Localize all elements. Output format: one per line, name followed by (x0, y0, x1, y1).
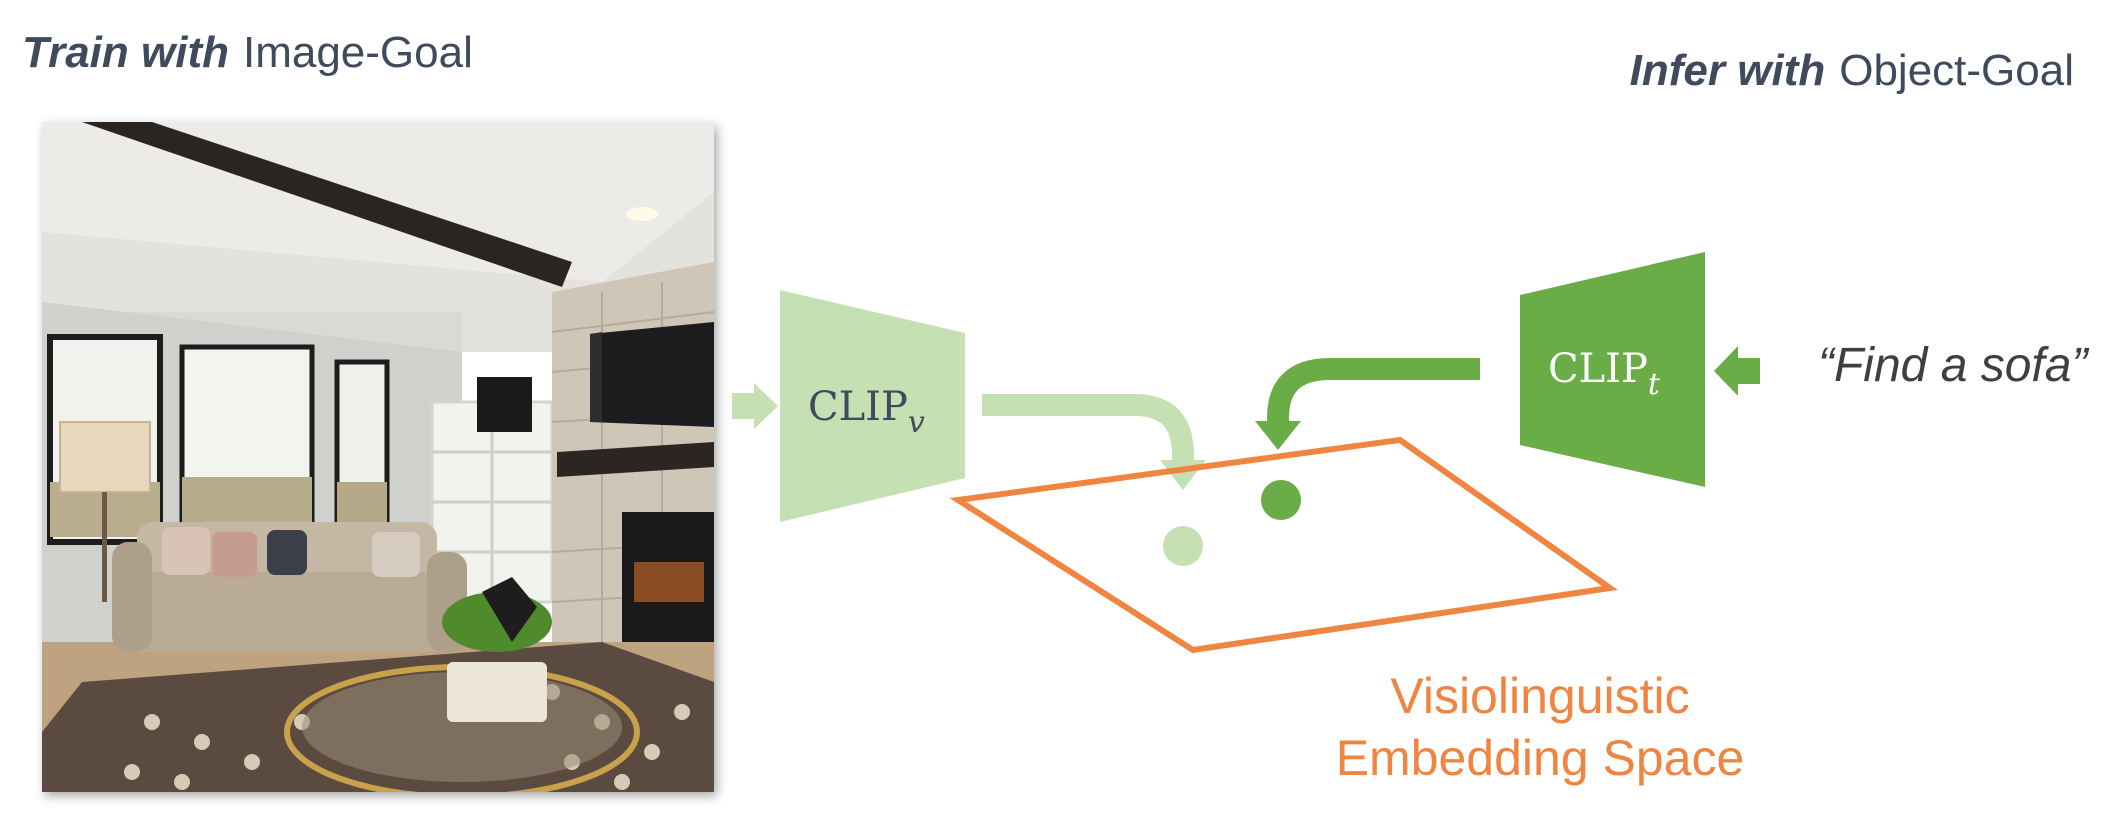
train-heading: Train with Image-Goal (22, 28, 473, 78)
text-input-arrow (1714, 346, 1760, 396)
image-encoder-base: CLIP (808, 384, 908, 430)
living-room-image (42, 122, 714, 792)
image-embedding-arrow (982, 394, 1206, 490)
infer-heading-goal: Object-Goal (1839, 46, 2074, 95)
text-embedding-point (1261, 480, 1301, 520)
embedding-space-caption-line1: Visiolinguistic (1390, 668, 1690, 724)
text-encoder-label: CLIPt (1548, 346, 1661, 402)
image-encoder-label: CLIPv (808, 384, 925, 440)
embedding-space-caption-line2: Embedding Space (1335, 730, 1745, 786)
train-heading-goal: Image-Goal (242, 28, 473, 77)
train-heading-emphasis: Train with (22, 28, 229, 77)
image-input-arrow (732, 383, 778, 429)
living-room-drawing (42, 122, 714, 792)
image-embedding-point (1163, 526, 1203, 566)
text-encoder-subscript: t (1648, 367, 1661, 402)
text-encoder-base: CLIP (1548, 346, 1648, 392)
text-embedding-arrow (1255, 358, 1480, 450)
text-prompt: “Find a sofa” (1818, 339, 2088, 392)
image-encoder-subscript: v (908, 405, 925, 440)
infer-heading-emphasis: Infer with (1629, 46, 1826, 95)
embedding-space-plane (949, 436, 1618, 654)
image-encoder-shape (780, 290, 965, 522)
infer-heading: Infer with Object-Goal (1630, 46, 2074, 96)
text-encoder-shape (1520, 252, 1705, 487)
